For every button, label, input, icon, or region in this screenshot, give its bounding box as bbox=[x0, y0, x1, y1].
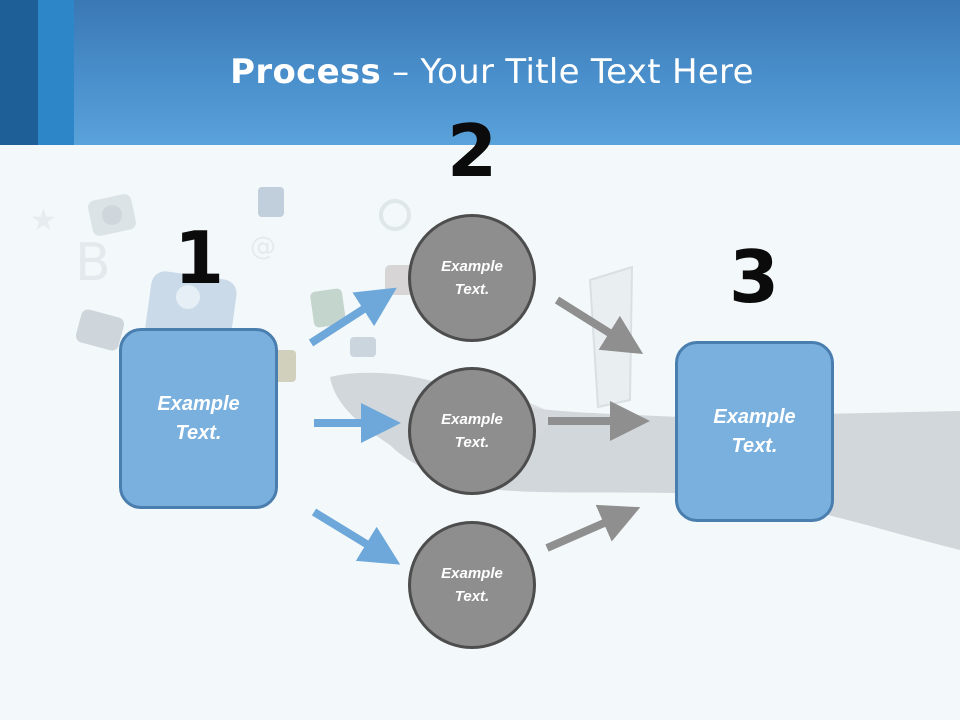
slide-title: Process – Your Title Text Here bbox=[0, 52, 960, 92]
header-bar: Process – Your Title Text Here bbox=[0, 0, 960, 145]
arrow-2c-to-3 bbox=[545, 504, 641, 552]
step-1-number: 1 bbox=[173, 216, 225, 300]
arrow-2a-to-3 bbox=[554, 296, 644, 355]
step-1-box: Example Text. bbox=[119, 328, 278, 509]
header-stripe-dark bbox=[0, 0, 38, 145]
title-bold: Process bbox=[230, 52, 382, 92]
step-3-box: Example Text. bbox=[675, 341, 834, 522]
step-2-circle-bottom: Example Text. bbox=[408, 521, 536, 649]
arrow-1-to-2a bbox=[308, 287, 397, 347]
arrow-1-to-2c bbox=[311, 508, 401, 565]
svg-text:★: ★ bbox=[30, 203, 57, 238]
step-3-number: 3 bbox=[728, 235, 780, 319]
step-2-number: 2 bbox=[446, 109, 498, 193]
svg-text:B: B bbox=[75, 233, 111, 293]
step-2-circle-top: Example Text. bbox=[408, 214, 536, 342]
step-2-circle-middle: Example Text. bbox=[408, 367, 536, 495]
svg-text:@: @ bbox=[250, 232, 276, 262]
title-rest: – Your Title Text Here bbox=[381, 52, 754, 92]
header-stripe-light bbox=[38, 0, 74, 145]
